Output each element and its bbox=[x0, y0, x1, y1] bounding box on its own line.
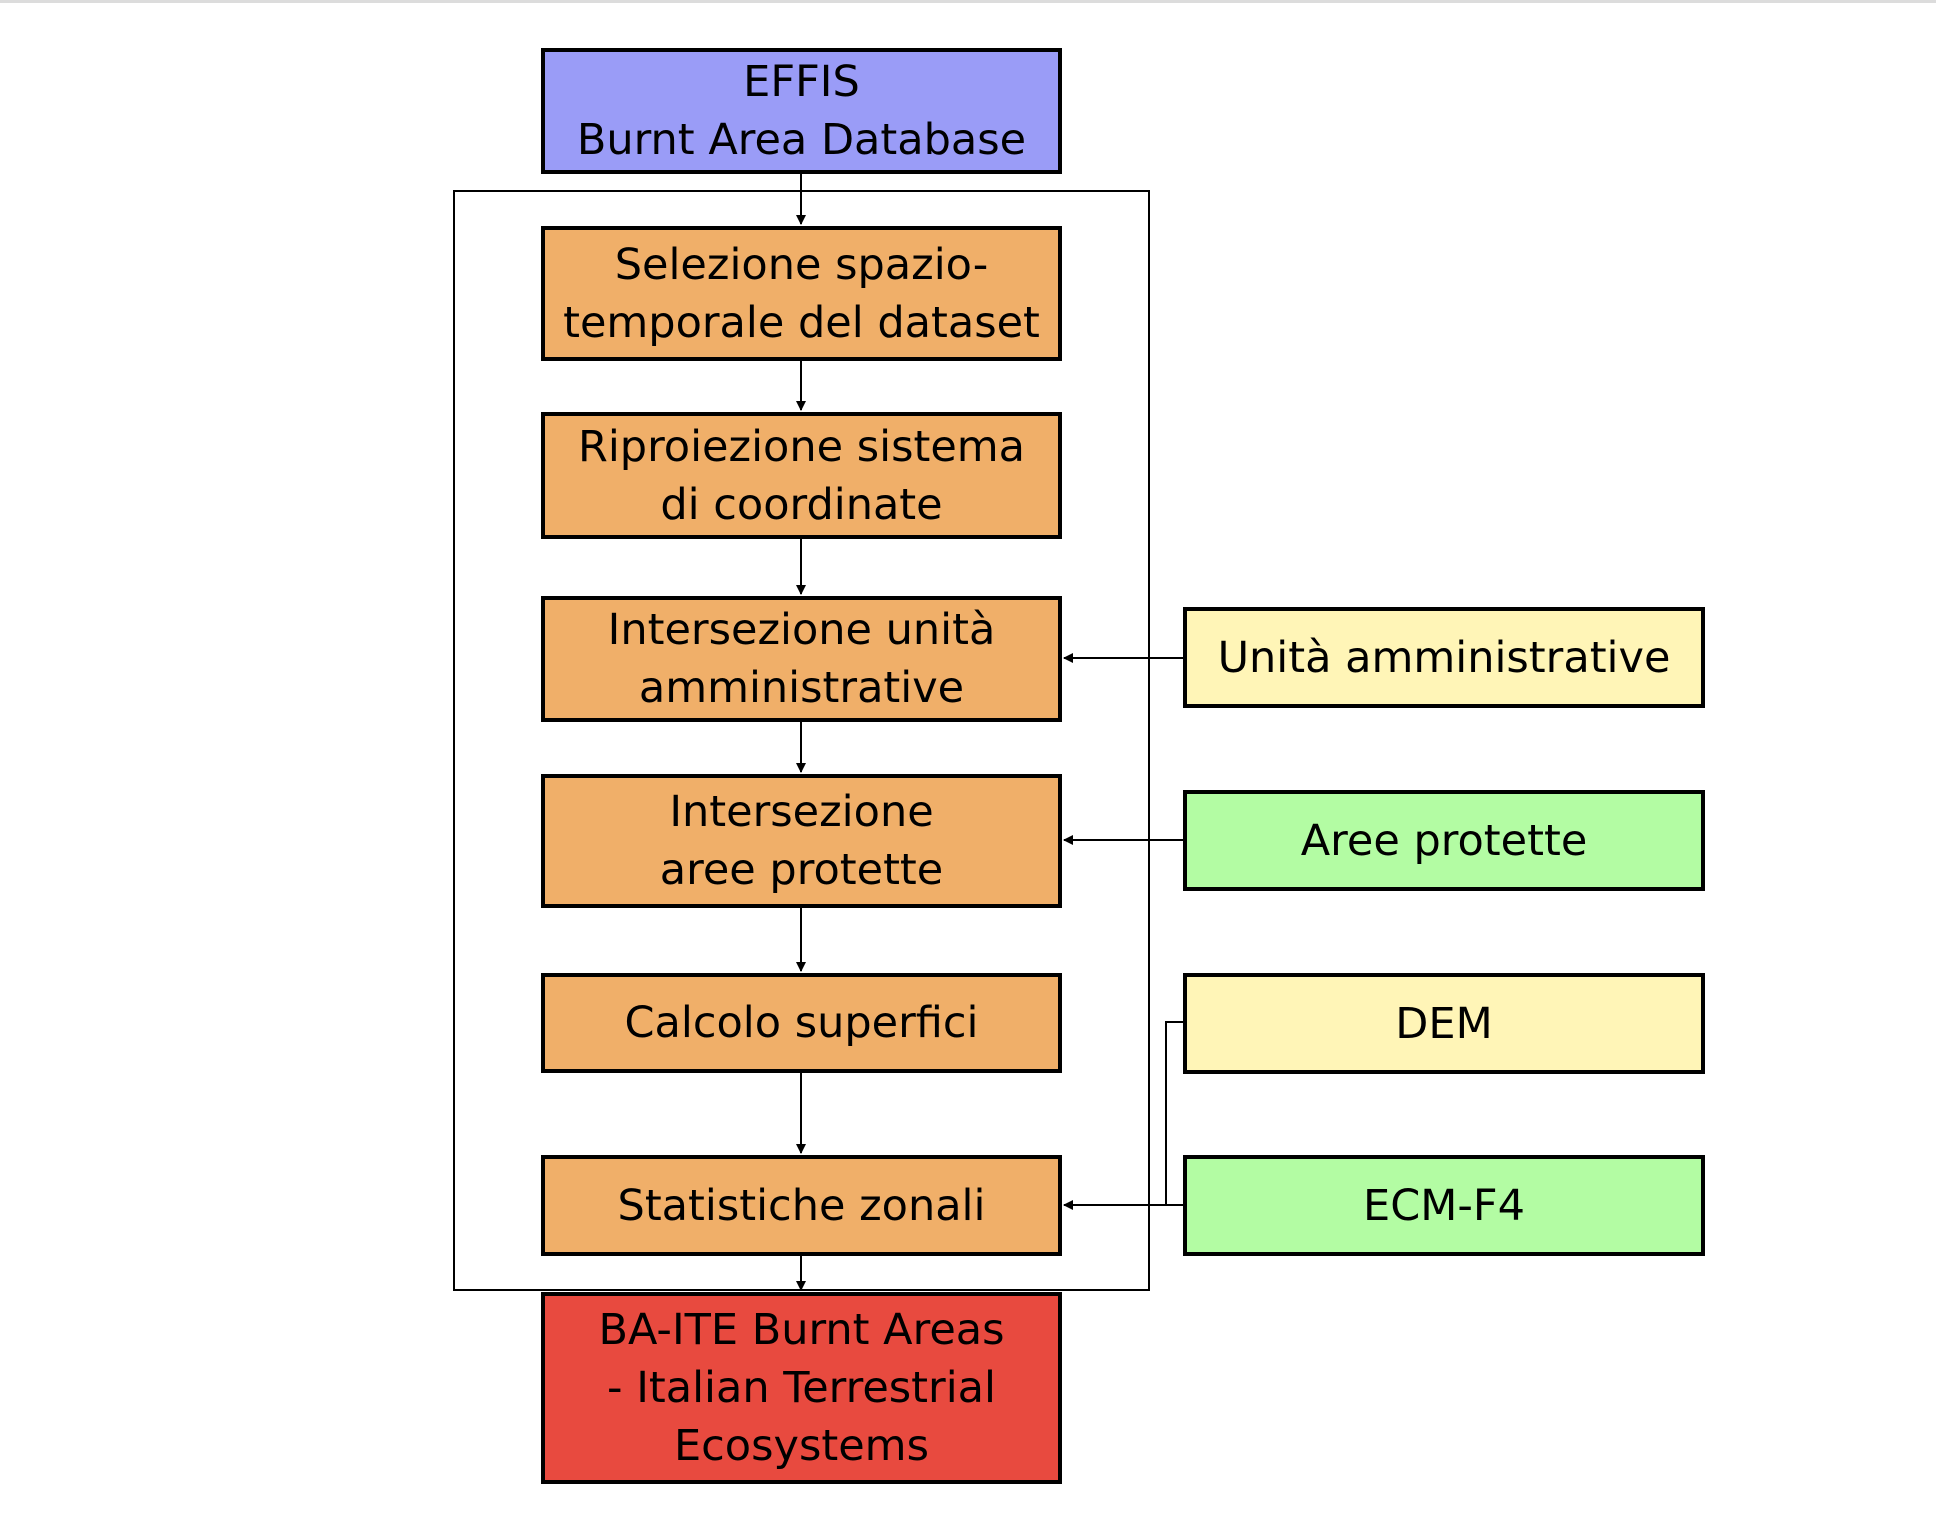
effis-source-box: EFFIS Burnt Area Database bbox=[541, 48, 1062, 174]
input-dem-label: DEM bbox=[1395, 998, 1493, 1049]
output-label: BA-ITE Burnt Areas - Italian Terrestrial… bbox=[598, 1305, 1005, 1471]
intersezione-aree-step-box: Intersezione aree protette bbox=[541, 774, 1062, 908]
riproiezione-step-box: Riproiezione sistema di coordinate bbox=[541, 412, 1062, 539]
input-aree-label: Aree protette bbox=[1300, 815, 1588, 866]
intersezione-aree-step-label: Intersezione aree protette bbox=[659, 787, 944, 895]
input-ecm-label: ECM-F4 bbox=[1363, 1180, 1525, 1231]
output-box: BA-ITE Burnt Areas - Italian Terrestrial… bbox=[541, 1292, 1062, 1484]
top-divider bbox=[0, 0, 1936, 3]
intersezione-unita-step-label: Intersezione unità amministrative bbox=[607, 605, 996, 713]
intersezione-unita-step-box: Intersezione unità amministrative bbox=[541, 596, 1062, 722]
input-aree-box: Aree protette bbox=[1183, 790, 1705, 891]
effis-source-label: EFFIS Burnt Area Database bbox=[576, 57, 1027, 165]
connector-dem-to-statistiche bbox=[1165, 1021, 1183, 1205]
input-unita-box: Unità amministrative bbox=[1183, 607, 1705, 708]
calcolo-step-box: Calcolo superfici bbox=[541, 973, 1062, 1073]
calcolo-step-label: Calcolo superfici bbox=[624, 998, 979, 1048]
input-unita-label: Unità amministrative bbox=[1217, 632, 1671, 683]
riproiezione-step-label: Riproiezione sistema di coordinate bbox=[577, 421, 1026, 530]
selezione-step-label: Selezione spazio- temporale del dataset bbox=[563, 239, 1040, 348]
input-ecm-box: ECM-F4 bbox=[1183, 1155, 1705, 1256]
input-dem-box: DEM bbox=[1183, 973, 1705, 1074]
selezione-step-box: Selezione spazio- temporale del dataset bbox=[541, 226, 1062, 361]
statistiche-step-label: Statistiche zonali bbox=[617, 1180, 986, 1231]
statistiche-step-box: Statistiche zonali bbox=[541, 1155, 1062, 1256]
